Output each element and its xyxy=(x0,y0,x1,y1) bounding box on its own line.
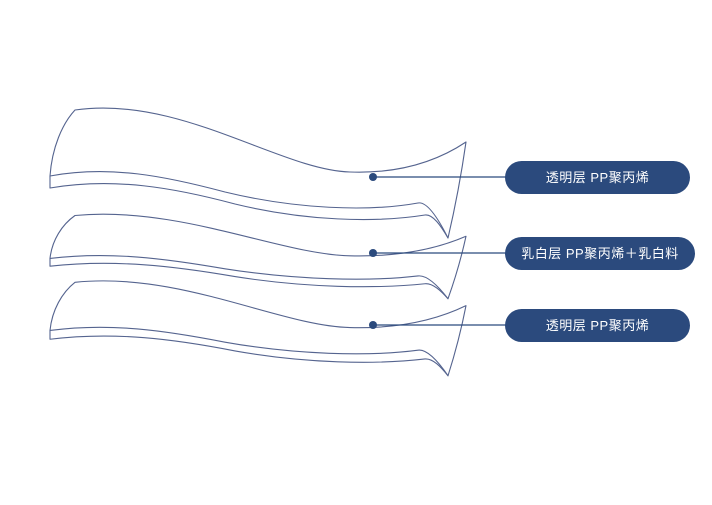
callout-dot-2 xyxy=(369,249,377,257)
label-pill-transparent-layer-top: 透明层 PP聚丙烯 xyxy=(505,161,690,194)
callouts xyxy=(369,173,506,329)
callout-dot-1 xyxy=(369,173,377,181)
label-text: 透明层 PP聚丙烯 xyxy=(545,318,650,333)
label-pill-transparent-layer-bottom: 透明层 PP聚丙烯 xyxy=(505,309,690,342)
callout-dot-3 xyxy=(369,321,377,329)
label-text: 透明层 PP聚丙烯 xyxy=(545,170,650,185)
label-text: 乳白层 PP聚丙烯＋乳白料 xyxy=(521,246,679,261)
sheet-layer-bottom xyxy=(49,280,467,377)
label-pill-milky-layer: 乳白层 PP聚丙烯＋乳白料 xyxy=(505,237,695,270)
